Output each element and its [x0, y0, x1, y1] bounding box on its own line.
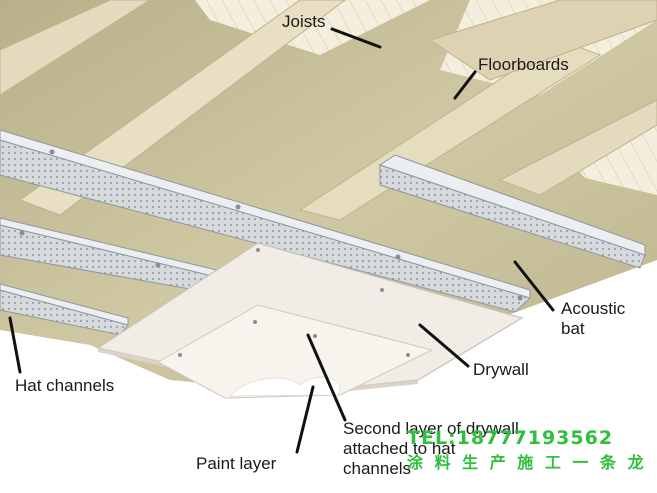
second-layer-label-line3: channels: [343, 459, 411, 478]
paint-layer-label: Paint layer: [196, 454, 277, 473]
acoustic-bat-label-line1: Acoustic: [561, 299, 626, 318]
hat-channel-4-flange: [378, 154, 646, 256]
screws: [19, 149, 523, 357]
watermark-tel: TEL:18777193562: [407, 427, 613, 449]
leader-lines: [8, 27, 555, 454]
joist-5: [498, 99, 657, 196]
floorboards-leader: [453, 70, 477, 100]
second-layer-leader: [306, 333, 347, 422]
joist-1: [0, 0, 151, 96]
paint-layer-leader: [295, 385, 315, 454]
joist-4-top: [428, 0, 657, 81]
hat-channels-label: Hat channels: [15, 376, 114, 395]
joists-label: Joists: [282, 12, 325, 31]
joist-3: [298, 39, 602, 221]
acoustic-bat-label-line2: bat: [561, 319, 585, 338]
drywall-label: Drywall: [473, 360, 529, 379]
floorboards-label: Floorboards: [478, 55, 569, 74]
second-drywall-layer: [156, 304, 434, 399]
drywall-leader: [418, 323, 470, 368]
watermark-slogan: 涂 料 生 产 施 工 一 条 龙: [407, 453, 647, 472]
background-white: [0, 260, 657, 493]
second-layer-label-line2: attached to hat: [343, 439, 456, 458]
acoustic-bat-leader: [513, 260, 555, 312]
hat-channels-leader: [8, 316, 22, 374]
hat-channel-3-flange: [0, 283, 129, 326]
joists-leader: [330, 27, 382, 49]
second-layer-label-line1: Second layer of drywall: [343, 419, 519, 438]
floorboards-panel-1: [195, 0, 430, 55]
watermark-source: 知乎 @ 江东 来 源 装 修: [430, 472, 572, 488]
